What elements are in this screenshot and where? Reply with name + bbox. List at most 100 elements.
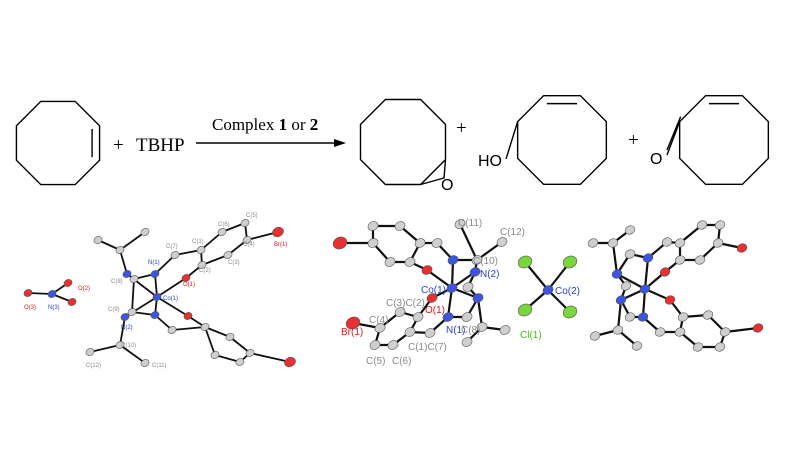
atom-label: C(11)	[152, 363, 167, 369]
nitrogen-atom	[122, 270, 132, 278]
carbon-atom	[674, 238, 686, 248]
carbon-atom	[367, 238, 379, 248]
atom-label: O(1)	[183, 282, 195, 288]
carbon-atom	[196, 246, 206, 254]
carbon-atom	[661, 237, 673, 247]
carbon-atom	[476, 322, 488, 332]
atom-label: C(3)C(2)	[386, 298, 425, 309]
carbon-atom	[471, 255, 483, 265]
bond	[476, 297, 484, 328]
chlorine-atom	[562, 305, 578, 319]
bond	[119, 231, 146, 251]
carbon-atom	[242, 236, 252, 244]
carbon-atom	[235, 358, 245, 366]
carbon-atom	[589, 331, 601, 341]
atom-label: C(5)	[366, 356, 385, 367]
ring-structures	[15, 94, 770, 186]
reagent-label: TBHP	[136, 135, 185, 156]
nitrogen-atom	[615, 295, 627, 305]
cyclooctene-oxide-ring	[359, 98, 447, 186]
oxygen-atom	[23, 289, 33, 297]
carbon-atom	[394, 307, 406, 317]
carbon-atom	[412, 312, 424, 322]
carbon-atom	[587, 238, 599, 248]
bond	[156, 296, 189, 317]
carbon-atom	[424, 328, 436, 338]
nitrogen-atom	[120, 313, 130, 321]
atom-label: C(2)	[199, 268, 211, 274]
carbon-atom	[225, 333, 235, 341]
atom-label: N(2)	[121, 325, 133, 331]
carbon-atom	[210, 351, 220, 359]
oxygen-atom	[736, 243, 748, 253]
bond	[204, 326, 216, 356]
bond	[426, 269, 453, 289]
carbon-atom	[496, 237, 508, 247]
bond	[171, 326, 206, 331]
reaction-scheme: + TBHP Complex 1 or 2 O + HO + O	[15, 94, 770, 194]
atom-label: C(1)	[192, 239, 204, 245]
nitrogen-atom	[469, 267, 481, 277]
epoxide-oxygen: O	[441, 177, 453, 194]
carbon-atom	[369, 340, 381, 350]
carbon-atom	[85, 348, 95, 356]
carbon-atom	[624, 249, 636, 259]
atom-label: Cl(1)	[520, 330, 542, 341]
nitrogen-atom	[447, 255, 459, 265]
oxygen-atom	[752, 323, 764, 333]
nitrogen-atom	[47, 290, 57, 298]
nitrogen-atom	[637, 312, 649, 322]
atom-label: C(12)	[86, 363, 101, 369]
carbon-atom	[367, 221, 379, 231]
carbon-atom	[394, 221, 406, 231]
atom-label: O(1)	[425, 305, 445, 316]
nitrogen-atom	[150, 270, 160, 278]
carbon-atom	[612, 325, 624, 335]
carbon-atom	[200, 323, 210, 331]
carbonyl-bond	[666, 121, 681, 156]
atom-label: N(2)	[480, 269, 499, 280]
carbonyl-double-bond	[666, 116, 682, 151]
bromine-atom	[345, 316, 361, 330]
atom-label: C(5)	[246, 213, 258, 219]
bond	[616, 299, 623, 331]
plus-sign: +	[456, 118, 467, 139]
carbon-atom	[404, 327, 416, 337]
atom-label: C(10)	[121, 343, 136, 349]
carbon-atom	[197, 261, 207, 269]
bond	[119, 344, 146, 364]
carbon-atom	[127, 308, 137, 316]
carbon-atom	[374, 323, 386, 333]
carbon-atom	[624, 312, 636, 322]
crystal-structure-complex-2-cation	[587, 220, 764, 352]
bond	[611, 242, 619, 275]
carbon-atom	[170, 251, 180, 259]
oxygen-atom	[181, 274, 191, 282]
atom-label: N(3)	[48, 305, 60, 311]
carbon-atom	[702, 310, 714, 320]
bond	[641, 288, 647, 318]
carbon-atom	[462, 282, 474, 292]
bond	[446, 287, 454, 318]
atom-label: C(11)	[458, 218, 482, 229]
carbon-atom	[692, 342, 704, 352]
nitrogen-atom	[150, 311, 160, 319]
bond	[204, 326, 231, 338]
bond	[119, 316, 126, 346]
atom-label: N(1)	[148, 260, 160, 266]
bond	[643, 257, 650, 290]
atom-label: O(2)	[78, 286, 90, 292]
bond	[154, 273, 158, 298]
atom-label: Co(1)	[163, 296, 178, 302]
plus-sign: +	[113, 135, 124, 156]
plus-sign: +	[628, 130, 639, 151]
carbon-atom	[140, 359, 150, 367]
carbon-atom	[499, 325, 511, 335]
chlorine-atom	[517, 303, 533, 317]
carbon-atom	[217, 228, 227, 236]
atom-label: C(3)	[228, 260, 240, 266]
carbon-atom	[404, 257, 416, 267]
bromine-atom	[332, 236, 348, 250]
bromine-atom	[284, 356, 296, 368]
bond	[459, 223, 478, 261]
